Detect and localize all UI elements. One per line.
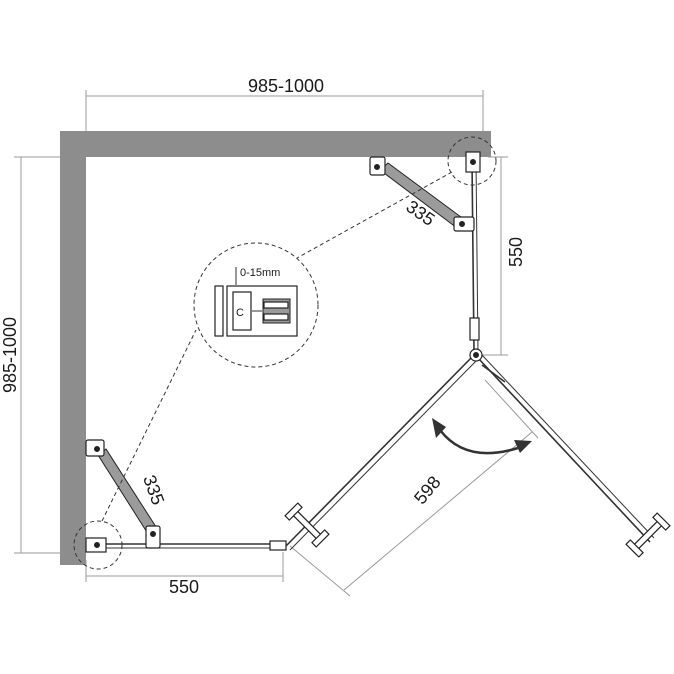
- door-width-label: 598: [410, 472, 445, 508]
- right-fixed-panel: [469, 159, 480, 353]
- swing-arrow: [432, 418, 532, 455]
- top-wall: [60, 131, 491, 157]
- gap-label: 0-15mm: [240, 267, 280, 279]
- right-door-panel: [477, 354, 655, 543]
- bottom-fixed-panel: [90, 540, 287, 551]
- bottom-left-detail-circle: [73, 520, 123, 570]
- right-fixed-label: 550: [506, 237, 526, 267]
- left-door-panel: [285, 355, 478, 551]
- top-dimension: 985-1000: [85, 76, 484, 131]
- left-door-handle: [284, 502, 330, 548]
- bottom-fixed-dimension: 550: [85, 552, 284, 597]
- right-fixed-dimension: 550: [481, 156, 526, 356]
- bottom-fixed-label: 550: [169, 577, 199, 597]
- profile-letter: C: [236, 307, 244, 319]
- left-brace-label: 335: [139, 472, 168, 507]
- right-door-handle: [625, 512, 671, 558]
- left-height-label: 985-1000: [0, 317, 20, 393]
- top-right-detail-circle: [447, 136, 497, 186]
- left-dimension: 985-1000: [0, 156, 60, 554]
- left-brace: 335: [85, 439, 168, 549]
- top-brace: 335: [369, 156, 475, 232]
- left-wall: [60, 131, 86, 565]
- door-dimension: 598: [289, 379, 539, 597]
- profile-detail-magnifier: 0-15mm C: [193, 242, 319, 368]
- center-hinge: [469, 348, 483, 362]
- top-width-label: 985-1000: [248, 76, 324, 96]
